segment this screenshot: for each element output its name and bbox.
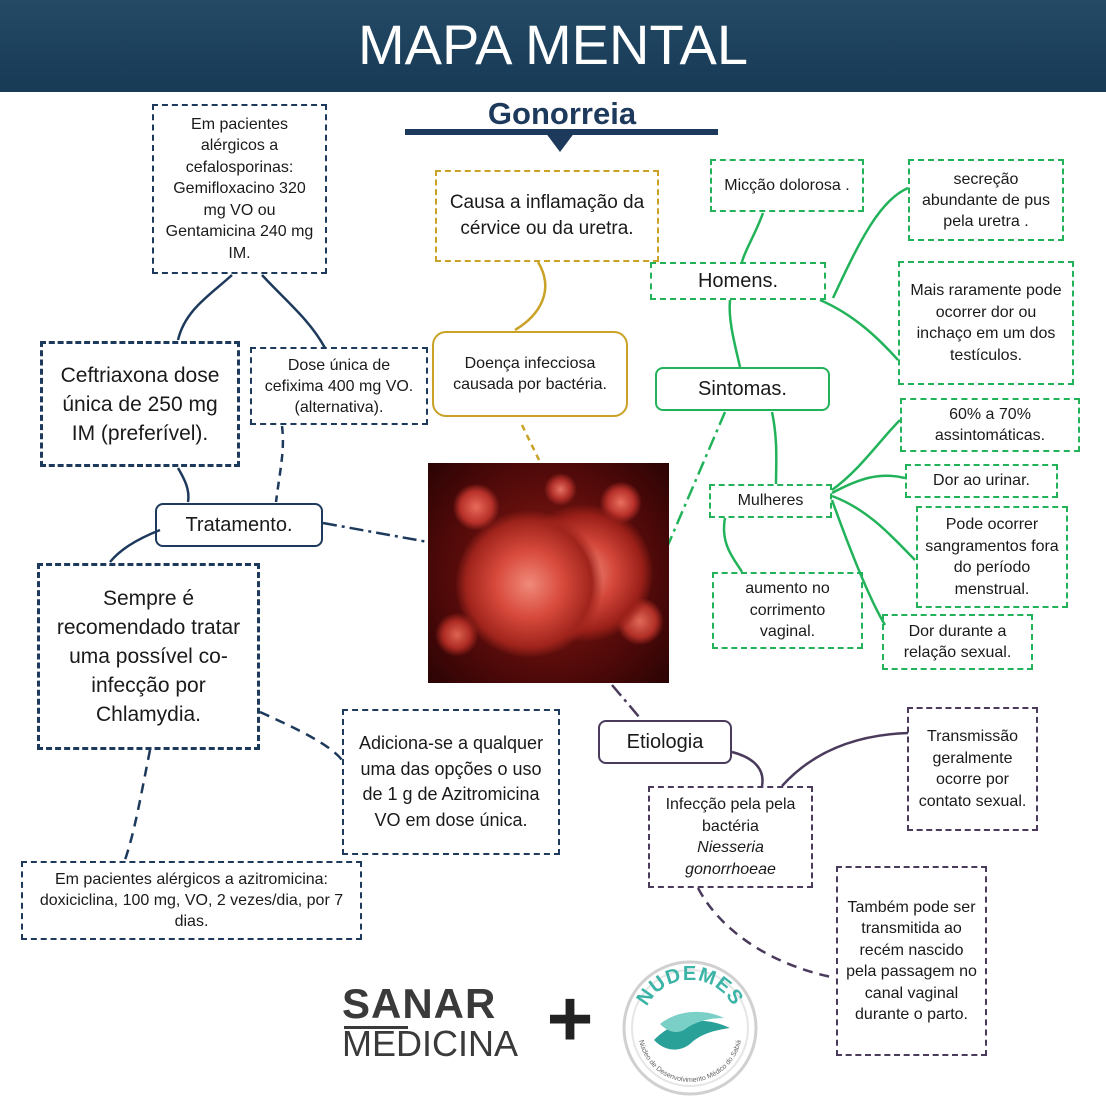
node-ceftriaxona: Ceftriaxona dose única de 250 mg IM (pre…: [40, 341, 240, 467]
line-sintomas-mulheres: [770, 411, 778, 485]
map-subtitle: Gonorreia: [487, 96, 637, 131]
header-banner: MAPA MENTAL: [0, 0, 1106, 92]
line-infeccao-contato: [781, 731, 909, 787]
node-sangramentos: Pode ocorrer sangramentos fora do períod…: [916, 506, 1068, 608]
sanar-logo-bottom: MEDICINA: [342, 1023, 519, 1064]
line-tratamento-photo: [322, 521, 429, 544]
line-mulheres-assintomaticas: [831, 419, 901, 492]
line-cefixima-tratamento: [274, 425, 285, 503]
node-infeccao: Infecção pela pela bactéria Niesseria go…: [648, 786, 813, 888]
node-dor-urinar: Dor ao urinar.: [905, 464, 1058, 498]
node-homens: Homens.: [650, 262, 826, 300]
plus-sign: +: [546, 974, 594, 1063]
node-alergicos-azitromicina: Em pacientes alérgicos a azitromicina: d…: [21, 861, 362, 940]
node-corrimento: aumento no corrimento vaginal.: [712, 572, 863, 649]
page-title: MAPA MENTAL: [357, 13, 748, 76]
line-clamydia-alergicos: [123, 749, 152, 861]
line-homens-sintomas: [728, 299, 742, 368]
node-assintomaticas: 60% a 70% assintomáticas.: [900, 398, 1080, 452]
node-doenca: Doença infecciosa causada por bactéria.: [432, 331, 628, 417]
line-clamydia-azitromicina: [259, 710, 343, 761]
line-alergicos-ceftriaxona: [176, 274, 233, 341]
line-sintomas-photo: [666, 411, 727, 546]
node-alergicos-cefalosporinas: Em pacientes alérgicos a cefalosporinas:…: [152, 104, 327, 274]
node-etiologia: Etiologia: [598, 720, 732, 764]
node-testiculos: Mais raramente pode ocorrer dor ou incha…: [898, 261, 1074, 385]
line-miccao-homens: [740, 212, 765, 263]
nudemes-logo: NUDEMES Núcleo de Desenvolvimento Médico…: [622, 960, 758, 1096]
node-miccao: Micção dolorosa .: [710, 159, 864, 212]
node-relacao: Dor durante a relação sexual.: [882, 614, 1033, 670]
line-mulheres-dor: [831, 474, 906, 495]
node-secrecao: secreção abundante de pus pela uretra .: [908, 159, 1064, 241]
subtitle-notch: [545, 132, 575, 152]
line-mulheres-relacao: [830, 499, 887, 626]
sanar-logo-underline: [344, 1026, 408, 1029]
node-clamydia: Sempre é recomendado tratar uma possível…: [37, 563, 260, 750]
line-etiologia-infeccao: [731, 750, 764, 787]
sanar-logo-top: SANAR: [342, 980, 497, 1027]
node-contato: Transmissão geralmente ocorre por contat…: [907, 707, 1038, 831]
line-infeccao-recem: [696, 887, 837, 980]
node-tratamento: Tratamento.: [155, 503, 323, 547]
line-causa-doenca: [514, 261, 547, 332]
line-doenca-photo: [520, 424, 542, 463]
node-mulheres: Mulheres: [709, 484, 832, 518]
line-mulheres-corrimento: [722, 517, 744, 573]
bacteria-photo: [428, 463, 669, 683]
line-homens-testiculos: [819, 298, 899, 361]
line-ceftriaxona-tratamento: [176, 467, 190, 503]
line-photo-etiologia: [611, 684, 641, 719]
line-homens-secrecao: [831, 186, 909, 299]
node-sintomas: Sintomas.: [655, 367, 830, 411]
line-alergicos-cefixima: [261, 274, 327, 349]
sanar-logo: SANAR MEDICINA: [342, 980, 522, 1064]
node-azitromicina: Adiciona-se a qualquer uma das opções o …: [342, 709, 560, 855]
line-mulheres-sangramentos: [831, 494, 916, 561]
line-tratamento-clamydia: [109, 528, 161, 563]
node-recem: Também pode ser transmitida ao recém nas…: [836, 866, 987, 1056]
node-causa: Causa a inflamação da cérvice ou da uret…: [435, 170, 659, 262]
node-cefixima: Dose única de cefixima 400 mg VO. (alter…: [250, 347, 428, 425]
